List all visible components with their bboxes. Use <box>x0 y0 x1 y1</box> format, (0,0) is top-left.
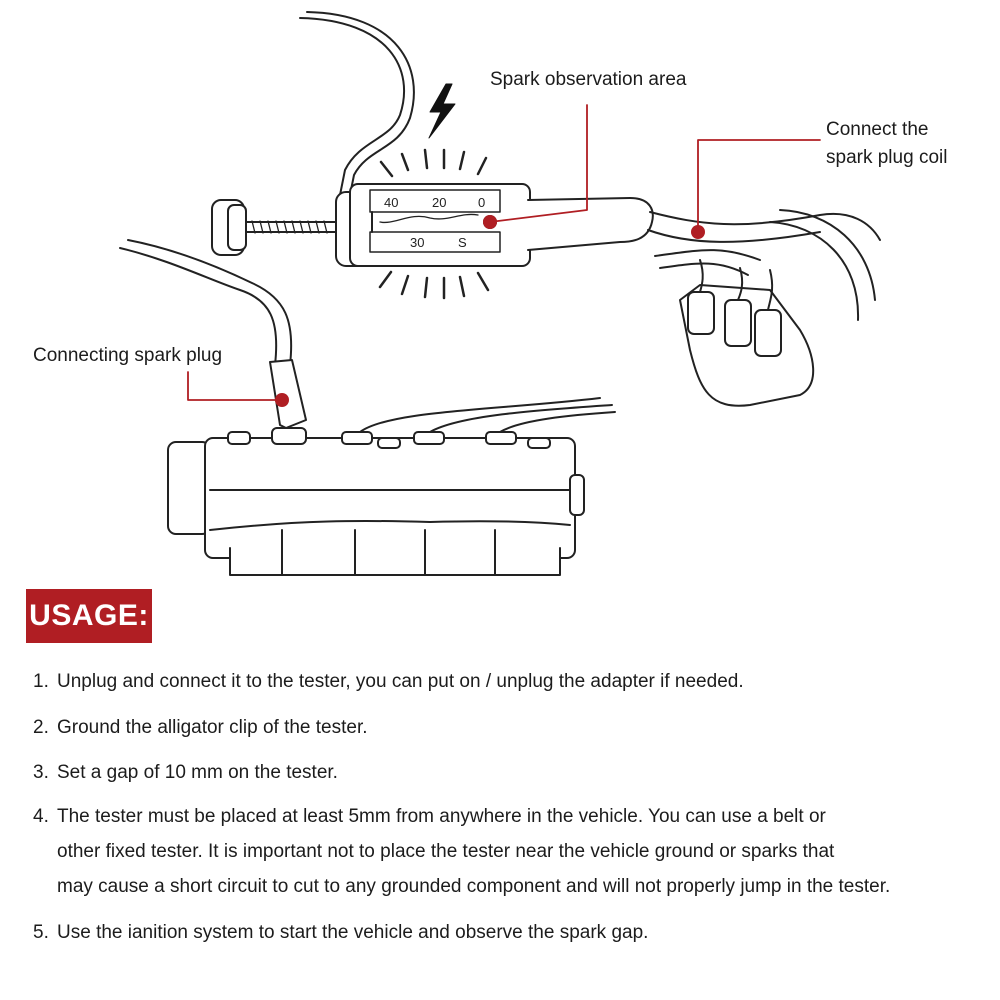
step-text: Ground the alligator clip of the tester. <box>57 717 368 738</box>
spark-area-marker <box>483 215 497 229</box>
callout-spark-observation-area: Spark observation area <box>490 66 686 94</box>
usage-step-1: 1. Unplug and connect it to the tester, y… <box>33 664 744 699</box>
scale-top-1: 40 <box>384 195 398 210</box>
callout-dots <box>275 215 705 407</box>
adjust-knob <box>211 199 341 256</box>
scale-top-3: 0 <box>478 195 485 210</box>
coil-marker <box>691 225 705 239</box>
step-text: The tester must be placed at least 5mm f… <box>57 806 826 827</box>
callout-coil-line-1: Connect the <box>826 119 929 140</box>
callout-plug-text: Connecting spark plug <box>33 345 223 366</box>
callout-connect-coil: Connect the spark plug coil <box>826 116 947 172</box>
callout-connecting-spark-plug: Connecting spark plug <box>33 342 222 370</box>
callout-spark-text: Spark observation area <box>490 69 687 90</box>
usage-step-4: 4. The tester must be placed at least 5mm… <box>33 799 890 904</box>
tester-top-cable <box>299 17 405 196</box>
step-number: 3. <box>33 762 49 783</box>
step-text: Use the ianition system to start the veh… <box>57 922 649 943</box>
spark-rays-top <box>379 148 488 178</box>
scale-top-2: 20 <box>432 195 446 210</box>
tester-body <box>335 183 881 267</box>
step-number: 2. <box>33 717 49 738</box>
scale-bottom-2: S <box>458 235 467 250</box>
spark-plug-cable <box>119 247 278 366</box>
step-text-cont: other fixed tester. It is important not … <box>57 841 835 862</box>
step-number: 4. <box>33 806 49 827</box>
callout-coil-line-2: spark plug coil <box>826 147 948 168</box>
plug-marker <box>275 393 289 407</box>
spark-tester-diagram: 40 20 0 30 S <box>119 11 881 576</box>
spark-plug-boot <box>269 359 307 429</box>
usage-title: USAGE: <box>26 589 152 643</box>
step-text-cont: may cause a short circuit to cut to any … <box>57 876 891 897</box>
step-text: Unplug and connect it to the tester, you… <box>57 671 744 692</box>
usage-step-2: 2. Ground the alligator clip of the teste… <box>33 710 368 745</box>
spark-rays-bottom <box>378 270 490 300</box>
usage-step-5: 5. Use the ianition system to start the v… <box>33 915 648 950</box>
step-text: Set a gap of 10 mm on the tester. <box>57 762 338 783</box>
callout-leaders <box>187 104 821 401</box>
ignition-coil <box>654 209 876 407</box>
engine-block <box>167 397 616 576</box>
step-number: 5. <box>33 922 49 943</box>
tester-scale: 40 20 0 30 S <box>384 195 485 250</box>
usage-step-3: 3. Set a gap of 10 mm on the tester. <box>33 755 338 790</box>
lightning-icon <box>428 83 456 139</box>
step-number: 1. <box>33 671 49 692</box>
scale-bottom-1: 30 <box>410 235 424 250</box>
